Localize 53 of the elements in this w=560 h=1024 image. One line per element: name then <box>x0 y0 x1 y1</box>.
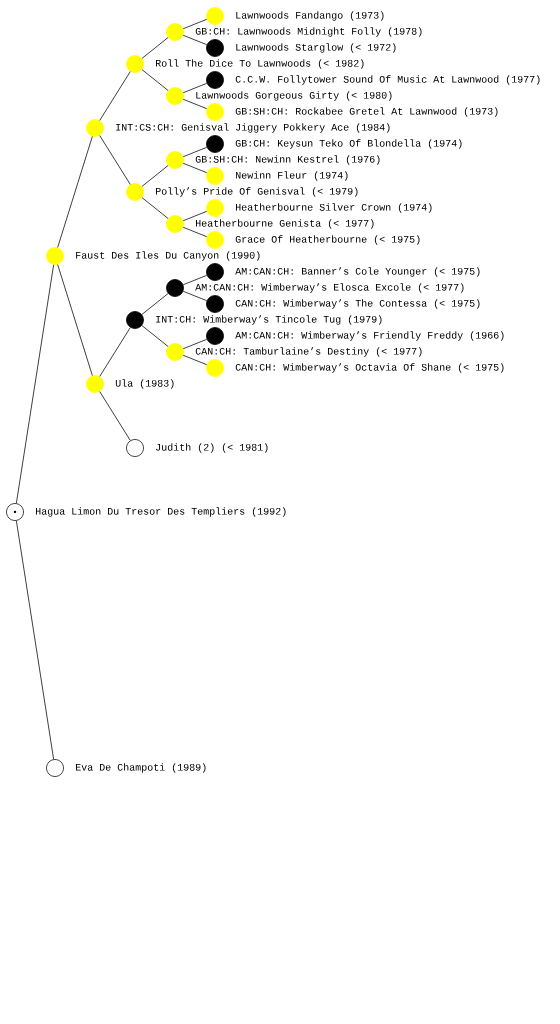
connector-line <box>182 226 208 238</box>
name-label: Eva De Champoti (1989) <box>76 763 206 773</box>
name-label: GB:SH:CH: Newinn Kestrel (1976) <box>195 155 380 165</box>
name-label: AM:CAN:CH: Wimberway’s Friendly Freddy (1966) <box>235 331 504 341</box>
connector-line <box>182 210 208 222</box>
connector-line <box>182 162 208 174</box>
name-label: Heatherbourne Genista (< 1977) <box>196 219 374 229</box>
name-label: Faust Des Iles Du Canyon (1990) <box>76 251 260 261</box>
connector-line <box>99 71 131 121</box>
name-label: CAN:CH: Wimberway’s Octavia Of Shane (< 1975) <box>235 363 504 373</box>
name-label: INT:CH: Wimberway’s Tincole Tug (1979) <box>156 315 382 325</box>
connector-line <box>182 290 208 302</box>
connector-line <box>57 136 93 248</box>
connector-line <box>182 354 208 366</box>
connector-line <box>99 391 131 441</box>
name-label: GB:CH: Lawnwoods Midnight Folly (1978) <box>195 27 422 37</box>
name-label: GB:SH:CH: Rockabee Gretel At Lawnwood (1973) <box>235 107 498 117</box>
connector-line <box>141 37 169 59</box>
name-label: INT:CS:CH: Genisval Jiggery Pokkery Ace (1984) <box>116 123 390 133</box>
name-label: Polly’s Pride Of Genisval (< 1979) <box>156 187 358 197</box>
connector-line <box>182 34 208 46</box>
connector-line <box>141 197 169 219</box>
connector-line <box>16 264 54 504</box>
name-label: Grace Of Heatherbourne (< 1975) <box>235 235 420 245</box>
name-label: CAN:CH: Tamburlaine’s Destiny (< 1977) <box>195 347 422 357</box>
connector-line <box>182 274 208 286</box>
connector-line <box>141 165 169 187</box>
name-label: Hagua Limon Du Tresor Des Templiers (1992) <box>36 507 286 517</box>
name-label: Judith (2) (< 1981) <box>156 443 268 453</box>
connector-line <box>57 264 93 376</box>
connector-line <box>182 98 208 110</box>
connector-line <box>16 520 54 760</box>
connector-line <box>182 18 208 30</box>
connector-line <box>141 325 169 347</box>
name-label: Ula (1983) <box>115 379 174 389</box>
connector-line <box>182 82 208 94</box>
connector-line <box>99 135 131 185</box>
name-label: AM:CAN:CH: Wimberway’s Elosca Excole (< 1977) <box>195 283 464 293</box>
connector-line <box>141 69 169 91</box>
name-label: GB:CH: Keysun Teko Of Blondella (1974) <box>235 139 462 149</box>
connector-line <box>141 293 169 315</box>
name-label: Heatherbourne Silver Crown (1974) <box>236 203 432 213</box>
name-label: Lawnwoods Gorgeous Girty (< 1980) <box>196 91 392 101</box>
name-label: Lawnwoods Fandango (1973) <box>236 11 384 21</box>
name-label: CAN:CH: Wimberway’s The Contessa (< 1975) <box>235 299 480 309</box>
name-label: Roll The Dice To Lawnwoods (< 1982) <box>156 59 364 69</box>
connector-line <box>99 327 131 377</box>
connector-line <box>182 146 208 158</box>
name-label: C.C.W. Follytower Sound Of Music At Lawnwood (1977) <box>235 75 540 85</box>
name-label: Newinn Fleur (1974) <box>236 171 348 181</box>
name-label: Lawnwoods Starglow (< 1972) <box>236 43 396 53</box>
name-label: AM:CAN:CH: Banner’s Cole Younger (< 1975) <box>235 267 480 277</box>
connector-line <box>182 338 208 350</box>
